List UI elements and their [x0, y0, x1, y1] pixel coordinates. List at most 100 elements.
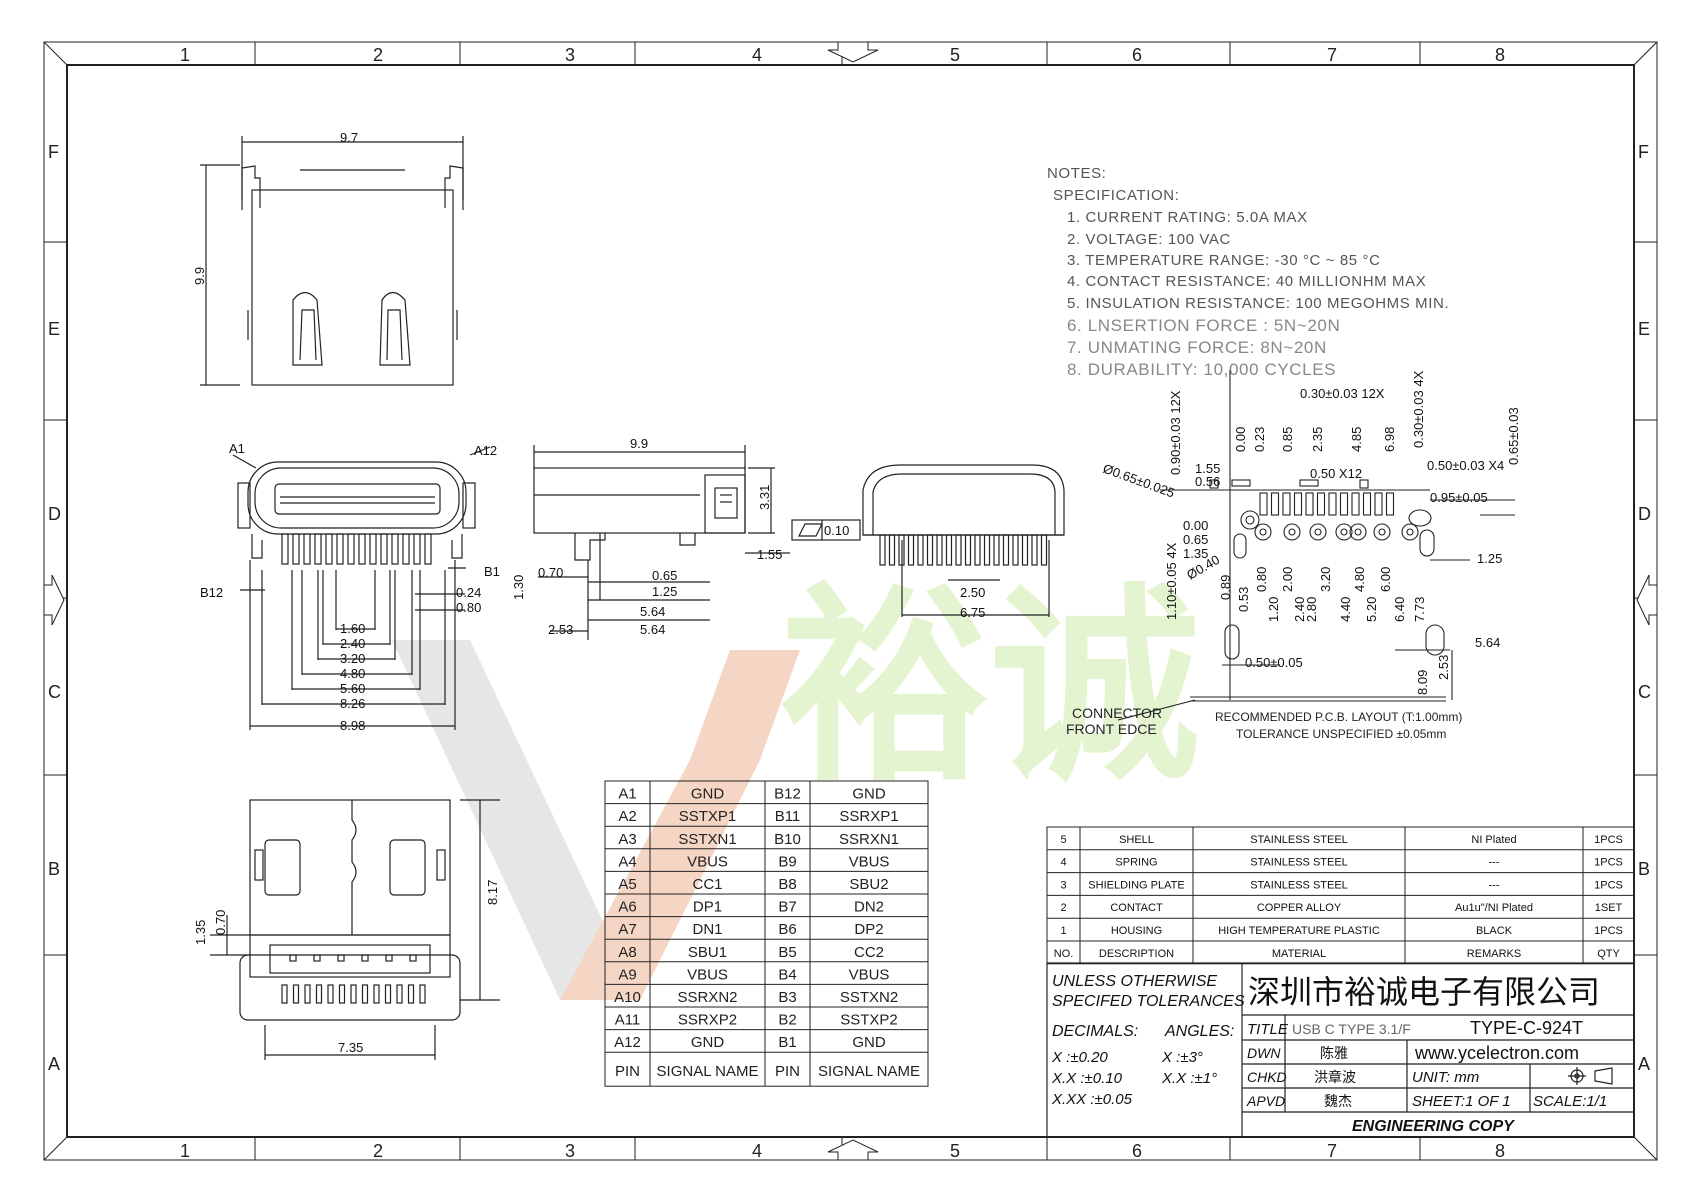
svg-text:5: 5	[950, 1141, 960, 1161]
svg-text:5.20: 5.20	[1364, 597, 1379, 622]
svg-text:D: D	[1638, 504, 1651, 524]
svg-text:1. CURRENT RATING: 5.0A MAX: 1. CURRENT RATING: 5.0A MAX	[1067, 209, 1308, 226]
bom-cell: 1PCS	[1594, 925, 1623, 937]
pin-table-header: SIGNAL NAME	[657, 1063, 759, 1080]
svg-text:5.64: 5.64	[1475, 635, 1500, 650]
bom-cell: BLACK	[1476, 925, 1513, 937]
bottom-view	[210, 799, 500, 1060]
bom-cell: COPPER ALLOY	[1257, 902, 1342, 914]
svg-text:7.73: 7.73	[1412, 597, 1427, 622]
part-number: TYPE-C-924T	[1470, 1018, 1583, 1038]
svg-text:0.80: 0.80	[456, 600, 481, 615]
svg-text:0.50±0.03 X4: 0.50±0.03 X4	[1427, 458, 1504, 473]
svg-text:1: 1	[180, 45, 190, 65]
bom-header: REMARKS	[1467, 948, 1521, 960]
pin-table-cell: SBU2	[849, 876, 888, 893]
svg-text:6: 6	[1132, 45, 1142, 65]
front-view-labels: A1 A12 B1 B12 0.24 0.80 1.60 2.40 3.20 4…	[200, 441, 500, 733]
pin-table-cell: B2	[778, 1012, 796, 1029]
bom-cell: STAINLESS STEEL	[1250, 834, 1348, 846]
pin-table-cell: B1	[778, 1034, 796, 1051]
svg-text:陈雅: 陈雅	[1320, 1045, 1348, 1061]
pin-table-cell: DN1	[692, 921, 722, 938]
svg-text:4: 4	[752, 45, 762, 65]
svg-text:8: 8	[1495, 45, 1505, 65]
bom-cell: HOUSING	[1111, 925, 1162, 937]
bom-cell: SHELL	[1119, 834, 1154, 846]
notes-block: NOTES: SPECIFICATION: 1. CURRENT RATING:…	[1047, 165, 1449, 379]
projection-symbol-icon	[1568, 1067, 1613, 1085]
svg-text:4.40: 4.40	[1338, 597, 1353, 622]
svg-text:0.65±0.03: 0.65±0.03	[1506, 407, 1521, 465]
svg-text:魏杰: 魏杰	[1324, 1093, 1352, 1109]
svg-text:2.80: 2.80	[1304, 597, 1319, 622]
bom-cell: 1PCS	[1594, 857, 1623, 869]
svg-text:RECOMMENDED P.C.B. LAYOUT (T: RECOMMENDED P.C.B. LAYOUT (T:1.00mm)	[1215, 710, 1462, 724]
svg-text:8.98: 8.98	[340, 718, 365, 733]
svg-text:8: 8	[1495, 1141, 1505, 1161]
pin-table-cell: SSTXP1	[679, 808, 737, 825]
bom-cell: ---	[1489, 857, 1500, 869]
svg-text:1.25: 1.25	[1477, 551, 1502, 566]
svg-text:UNIT: mm: UNIT: mm	[1412, 1069, 1479, 1086]
svg-text:1: 1	[180, 1141, 190, 1161]
bom-header: NO.	[1054, 948, 1074, 960]
svg-text:APVD: APVD	[1246, 1093, 1285, 1109]
svg-text:B: B	[48, 859, 60, 879]
pin-table-cell: GND	[691, 786, 725, 803]
svg-text:SHEET:1 OF 1: SHEET:1 OF 1	[1412, 1093, 1511, 1110]
svg-text:NOTES:: NOTES:	[1047, 165, 1106, 182]
pin-table-cell: B5	[778, 944, 796, 961]
svg-text:C: C	[48, 682, 61, 702]
svg-text:0.90±0.03 12X: 0.90±0.03 12X	[1168, 390, 1183, 475]
svg-text:3: 3	[565, 45, 575, 65]
pcb-layout-captions: CONNECTOR FRONT EDCE RECOMMENDED P.C.B. …	[1066, 705, 1462, 741]
svg-text:USB C TYPE 3.1/F: USB C TYPE 3.1/F	[1292, 1021, 1411, 1037]
svg-text:Ø0.65±0.025: Ø0.65±0.025	[1101, 461, 1177, 501]
svg-text:2.53: 2.53	[548, 622, 573, 637]
svg-text:0.50 X12: 0.50 X12	[1310, 466, 1362, 481]
svg-text:DWN: DWN	[1247, 1045, 1281, 1061]
svg-text:0.65: 0.65	[652, 568, 677, 583]
svg-text:4.80: 4.80	[1352, 567, 1367, 592]
pin-table-cell: A9	[618, 966, 636, 983]
svg-text:7: 7	[1327, 45, 1337, 65]
pin-table-cell: CC1	[692, 876, 722, 893]
bottom-view-dims: 8.17 1.35 0.70 7.35	[193, 880, 500, 1055]
pin-table-cell: B6	[778, 921, 796, 938]
svg-text:7.35: 7.35	[338, 1040, 363, 1055]
pin-table-cell: B9	[778, 853, 796, 870]
svg-text:4.80: 4.80	[340, 666, 365, 681]
bom-cell: SHIELDING PLATE	[1088, 879, 1184, 891]
company-name: 深圳市裕诚电子有限公司	[1248, 974, 1600, 1010]
bom-cell: 1PCS	[1594, 834, 1623, 846]
svg-text:6.98: 6.98	[1382, 427, 1397, 452]
svg-text:3.20: 3.20	[1318, 567, 1333, 592]
svg-text:E: E	[1638, 319, 1650, 339]
svg-text:1.55: 1.55	[757, 547, 782, 562]
top-view	[200, 136, 464, 386]
svg-text:2: 2	[373, 45, 383, 65]
side-view	[533, 445, 861, 640]
bom-header: MATERIAL	[1272, 948, 1326, 960]
bom-header: DESCRIPTION	[1099, 948, 1174, 960]
svg-text:5.64: 5.64	[640, 604, 665, 619]
pin-table-cell: B7	[778, 899, 796, 916]
pin-table-cell: SSRXP2	[678, 1012, 737, 1029]
svg-text:6: 6	[1132, 1141, 1142, 1161]
label-a1: A1	[229, 441, 245, 456]
svg-text:2. VOLTAGE: 100 VAC: 2. VOLTAGE: 100 VAC	[1067, 231, 1231, 248]
pin-table-header: SIGNAL NAME	[818, 1063, 920, 1080]
pin-table-cell: VBUS	[687, 853, 728, 870]
svg-text:2: 2	[373, 1141, 383, 1161]
bom-cell: STAINLESS STEEL	[1250, 857, 1348, 869]
svg-text:CONNECTOR: CONNECTOR	[1072, 705, 1162, 721]
pcb-front-view	[862, 464, 1065, 617]
pin-table-cell: VBUS	[849, 966, 890, 983]
dim-top-width: 9.7	[340, 130, 358, 145]
bom-cell: Au1u"/NI Plated	[1455, 902, 1533, 914]
svg-text:7. UNMATING FORCE: 8N~20N: 7. UNMATING FORCE: 8N~20N	[1067, 338, 1327, 357]
title-block-text: 深圳市裕诚电子有限公司 UNLESS OTHERWISE SPECIFED TO…	[1051, 973, 1607, 1135]
